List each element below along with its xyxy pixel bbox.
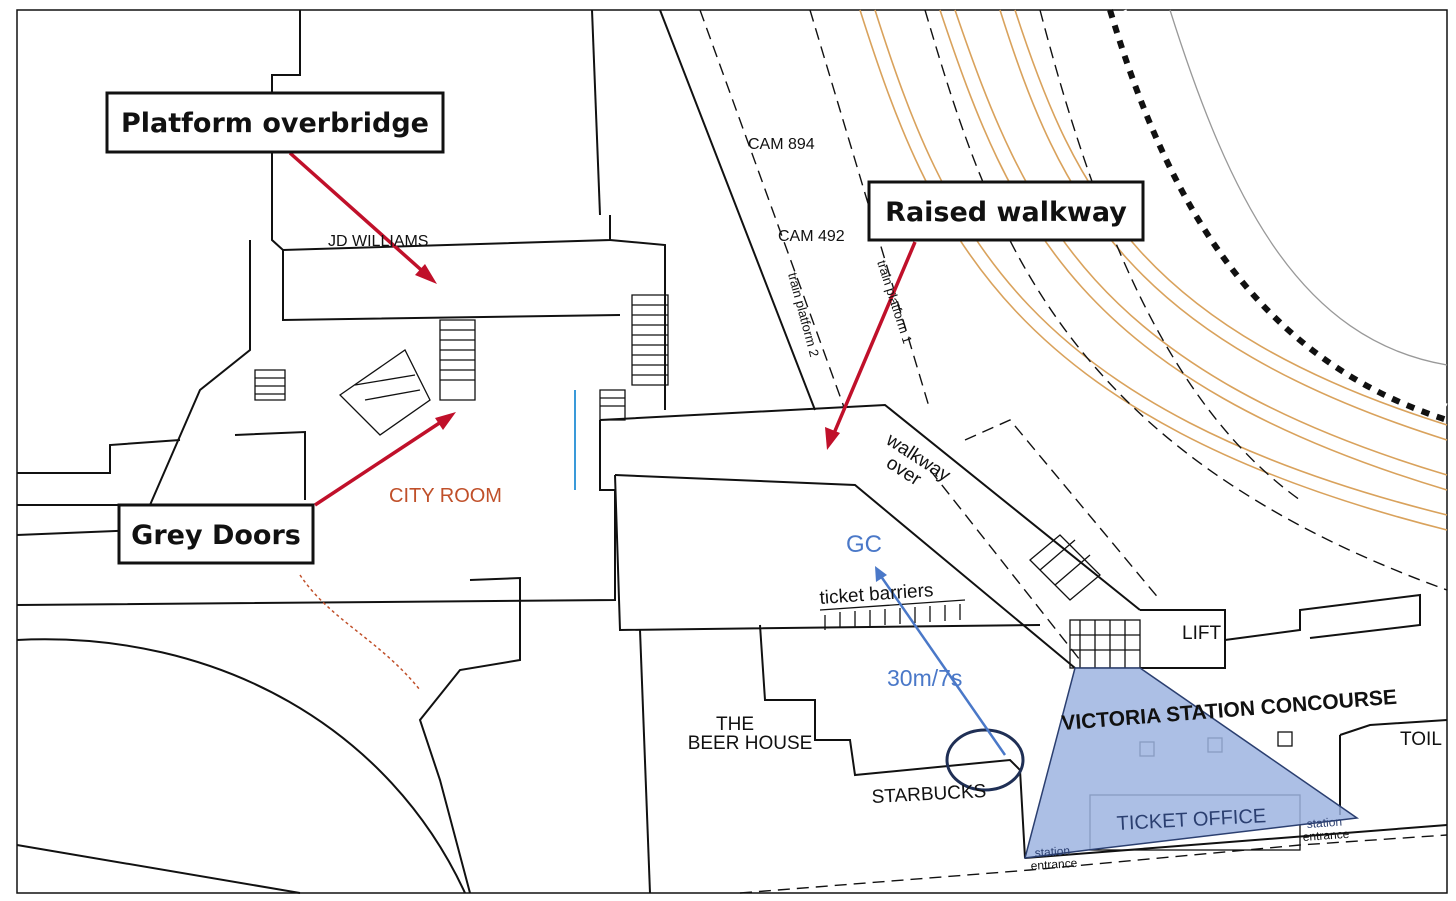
label-station-entrance: station xyxy=(1034,844,1070,860)
building-walls xyxy=(16,9,1448,894)
platforms xyxy=(659,9,1161,661)
callout-text: Platform overbridge xyxy=(121,108,429,139)
label-station-entrance: station xyxy=(1306,815,1342,831)
label-cam-894: CAM 894 xyxy=(748,136,815,153)
concourse-highlight-area xyxy=(1023,667,1360,859)
label-lift: LIFT xyxy=(1182,623,1221,644)
label-toilets: TOIL xyxy=(1400,729,1442,750)
callout-arrow-icon xyxy=(288,151,437,284)
label-gc: GC xyxy=(846,531,882,558)
label-city-room: CITY ROOM xyxy=(389,485,502,507)
label-route-time: 30m/7s xyxy=(887,665,962,691)
label-station-entrance: entrance xyxy=(1030,856,1078,873)
starbucks-location-circle xyxy=(945,728,1025,792)
railway-tracks xyxy=(859,9,1448,591)
label-beer-house: THE xyxy=(716,714,754,735)
callout-raised-walkway: Raised walkway xyxy=(867,180,1145,242)
callout-text: Raised walkway xyxy=(885,197,1127,228)
label-jd-williams: JD WILLIAMS xyxy=(328,233,428,250)
callout-platform-overbridge: Platform overbridge xyxy=(105,91,445,154)
callout-arrow-icon xyxy=(825,241,917,450)
callout-text: Grey Doors xyxy=(131,520,301,551)
label-cam-492: CAM 492 xyxy=(778,228,845,245)
callout-arrow-icon xyxy=(314,412,456,507)
label-beer-house: BEER HOUSE xyxy=(688,733,813,754)
callout-grey-doors: Grey Doors xyxy=(117,503,315,565)
label-station-entrance: entrance xyxy=(1302,827,1350,844)
route-arrow-icon xyxy=(875,566,1007,756)
